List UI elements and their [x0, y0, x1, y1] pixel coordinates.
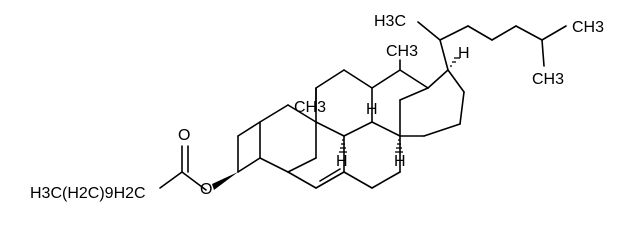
h8-label: H: [366, 101, 378, 118]
side-chain-methyl-label: H3C: [374, 13, 406, 30]
c19-methyl-label: CH3: [294, 99, 326, 116]
wedge-bond: [212, 172, 238, 190]
hashed-bonds: [339, 57, 460, 153]
terminal-methyl-top-label: CH3: [572, 19, 604, 36]
ester-oxygen-label: O: [200, 181, 212, 198]
acyl-chain-label: H3C(H2C)9H2C: [30, 185, 146, 202]
carbonyl-oxygen-label: O: [178, 127, 190, 144]
h14-label: H: [394, 153, 406, 170]
terminal-methyl-bottom-label: CH3: [532, 71, 564, 88]
skeleton-bonds: [159, 21, 567, 191]
h17-label: H: [458, 45, 470, 62]
chemical-structure: H3C CH3 CH3 CH3 CH3 H H H H O O H3C(H2C)…: [30, 13, 604, 202]
h9-label: H: [336, 153, 348, 170]
c18-methyl-label: CH3: [386, 43, 418, 60]
